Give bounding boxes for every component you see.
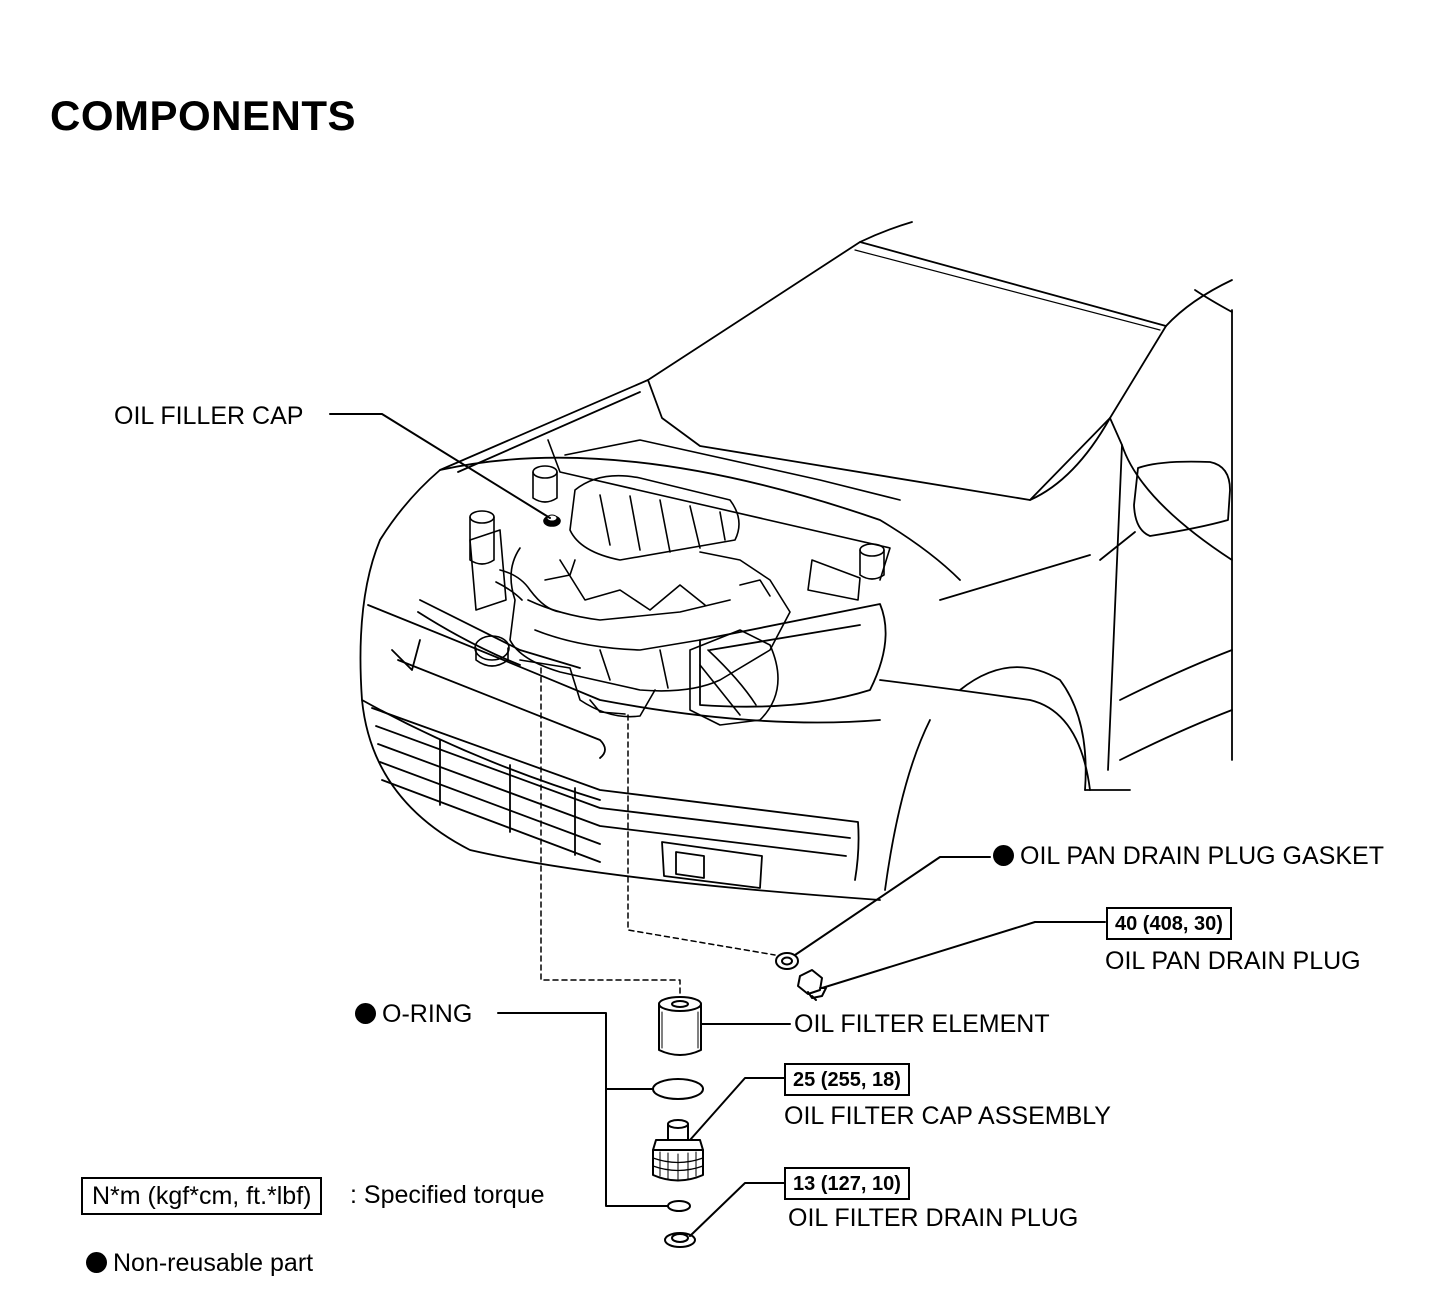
label-oil-pan-drain-plug: OIL PAN DRAIN PLUG [1105,947,1361,975]
torque-oil-filter-cap-assembly: 25 (255, 18) [784,1063,910,1096]
label-oil-pan-drain-plug-gasket-text: OIL PAN DRAIN PLUG GASKET [1020,842,1384,870]
label-oil-pan-drain-plug-gasket: OIL PAN DRAIN PLUG GASKET [993,844,1384,869]
non-reusable-marker-icon [355,1003,376,1024]
oil-filter-drain-plug-drawing [664,1232,696,1248]
torque-oil-filter-drain-plug: 13 (127, 10) [784,1167,910,1200]
label-o-ring: O-RING [355,1002,472,1027]
page-title: COMPONENTS [50,92,357,139]
label-oil-filter-cap-assembly: OIL FILTER CAP ASSEMBLY [784,1102,1111,1130]
vehicle-outline [359,221,1233,901]
engine-bay [469,439,901,726]
legend-non-reusable-text: Non-reusable part [113,1249,314,1277]
oil-pan-drain-plug-drawing [797,969,827,1001]
alignment-lines [540,667,776,996]
o-ring-drawing [652,1078,704,1100]
label-oil-filter-drain-plug: OIL FILTER DRAIN PLUG [788,1204,1079,1232]
torque-oil-pan-drain-plug: 40 (408, 30) [1106,907,1232,940]
oil-pan-drain-plug-gasket-drawing [775,952,799,970]
label-o-ring-text: O-RING [382,1000,473,1028]
legend-torque-text: : Specified torque [350,1181,545,1209]
label-oil-filter-element: OIL FILTER ELEMENT [794,1010,1050,1038]
label-oil-filler-cap: OIL FILLER CAP [114,402,304,430]
exploded-parts [652,952,827,1248]
legend-torque-box: N*m (kgf*cm, ft.*lbf) [81,1177,323,1215]
non-reusable-marker-icon [86,1252,107,1273]
oil-filter-element-drawing [658,996,702,1056]
small-o-ring-drawing [667,1200,691,1212]
legend-non-reusable: Non-reusable part [86,1251,313,1276]
non-reusable-marker-icon [993,845,1014,866]
oil-filter-cap-assembly-drawing [652,1119,704,1182]
leader-lines [329,413,1106,1237]
